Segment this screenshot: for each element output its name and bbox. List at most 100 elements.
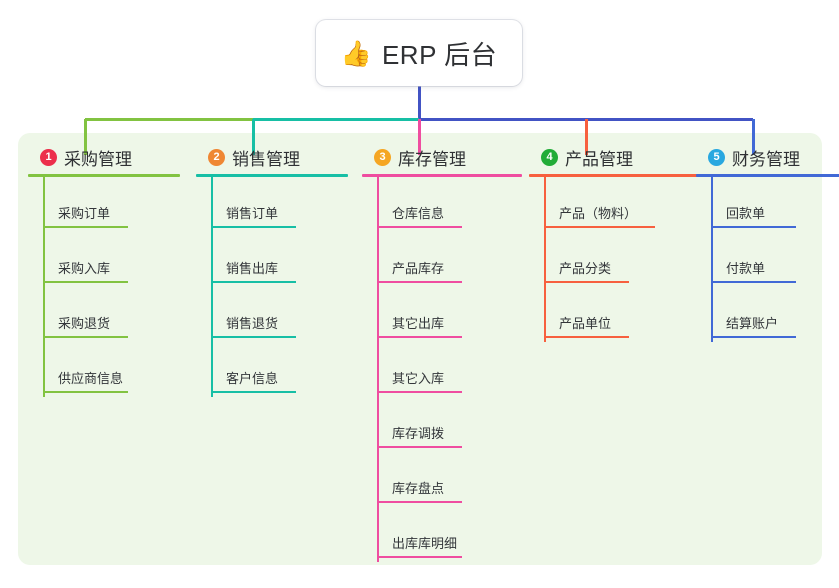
leaf-label: 销售订单 <box>226 206 279 221</box>
branches-panel <box>18 133 822 565</box>
branch-badge-2: 2 <box>208 148 225 166</box>
branch-header-3[interactable]: 3 库存管理 <box>362 146 522 169</box>
branch-underline-4 <box>529 174 699 177</box>
leaf-label: 产品库存 <box>392 261 445 276</box>
leaf-node[interactable]: 结算账户 <box>696 287 839 342</box>
leaf-node[interactable]: 产品分类 <box>529 232 699 287</box>
leaf-underline <box>43 281 128 283</box>
leaf-node[interactable]: 销售退货 <box>196 287 348 342</box>
branch-badge-5: 5 <box>708 148 725 166</box>
leaf-underline <box>211 226 296 228</box>
branch-items-2: 销售订单 销售出库 销售退货 客户信息 <box>196 177 348 397</box>
leaf-node[interactable]: 其它入库 <box>362 342 522 397</box>
branch-title-4: 产品管理 <box>565 149 633 169</box>
leaf-node[interactable]: 付款单 <box>696 232 839 287</box>
leaf-label: 出库库明细 <box>392 536 458 551</box>
branch-items-5: 回款单 付款单 结算账户 <box>696 177 839 342</box>
leaf-underline <box>377 556 462 558</box>
branch-underline-1 <box>28 174 180 177</box>
branch-column-2: 2 销售管理 销售订单 销售出库 销售退货 客户信息 <box>196 146 348 397</box>
leaf-node[interactable]: 销售订单 <box>196 177 348 232</box>
branch-title-3: 库存管理 <box>398 149 466 169</box>
branch-title-5: 财务管理 <box>732 149 800 169</box>
branch-column-3: 3 库存管理 仓库信息 产品库存 其它出库 其它入库 库存调拨 <box>362 146 522 562</box>
branch-spine-4 <box>544 177 546 342</box>
leaf-node[interactable]: 仓库信息 <box>362 177 522 232</box>
leaf-node[interactable]: 产品单位 <box>529 287 699 342</box>
leaf-node[interactable]: 供应商信息 <box>28 342 180 397</box>
leaf-label: 结算账户 <box>726 316 779 331</box>
leaf-label: 产品分类 <box>559 261 612 276</box>
leaf-label: 库存调拨 <box>392 426 445 441</box>
leaf-label: 采购退货 <box>58 316 111 331</box>
leaf-underline <box>43 336 128 338</box>
leaf-underline <box>377 501 462 503</box>
leaf-label: 其它出库 <box>392 316 445 331</box>
leaf-underline <box>711 281 796 283</box>
root-node[interactable]: 👍 ERP 后台 <box>316 20 522 86</box>
thumbs-up-icon: 👍 <box>340 38 372 68</box>
leaf-label: 回款单 <box>726 206 766 221</box>
leaf-label: 其它入库 <box>392 371 445 386</box>
leaf-label: 客户信息 <box>226 371 279 386</box>
leaf-node[interactable]: 产品库存 <box>362 232 522 287</box>
branch-header-2[interactable]: 2 销售管理 <box>196 146 348 169</box>
leaf-node[interactable]: 库存调拨 <box>362 397 522 452</box>
branch-column-4: 4 产品管理 产品（物料） 产品分类 产品单位 <box>529 146 699 342</box>
branch-column-5: 5 财务管理 回款单 付款单 结算账户 <box>696 146 839 342</box>
leaf-label: 销售退货 <box>226 316 279 331</box>
leaf-underline <box>544 281 629 283</box>
leaf-label: 库存盘点 <box>392 481 445 496</box>
leaf-label: 采购入库 <box>58 261 111 276</box>
leaf-node[interactable]: 库存盘点 <box>362 452 522 507</box>
branch-title-2: 销售管理 <box>232 149 300 169</box>
branch-header-5[interactable]: 5 财务管理 <box>696 146 839 169</box>
leaf-underline <box>211 336 296 338</box>
root-title: ERP 后台 <box>381 39 498 70</box>
leaf-underline <box>43 226 128 228</box>
branch-badge-4: 4 <box>541 148 558 166</box>
branch-header-1[interactable]: 1 采购管理 <box>28 146 180 169</box>
branch-spine-3 <box>377 177 379 562</box>
branch-items-4: 产品（物料） 产品分类 产品单位 <box>529 177 699 342</box>
leaf-underline <box>211 391 296 393</box>
leaf-underline <box>377 226 462 228</box>
branch-underline-5 <box>696 174 839 177</box>
leaf-node[interactable]: 出库库明细 <box>362 507 522 562</box>
leaf-node[interactable]: 其它出库 <box>362 287 522 342</box>
leaf-node[interactable]: 采购入库 <box>28 232 180 287</box>
leaf-underline <box>377 336 462 338</box>
branch-spine-1 <box>43 177 45 397</box>
leaf-node[interactable]: 回款单 <box>696 177 839 232</box>
branch-title-1: 采购管理 <box>64 149 132 169</box>
leaf-node[interactable]: 采购订单 <box>28 177 180 232</box>
leaf-node[interactable]: 采购退货 <box>28 287 180 342</box>
leaf-underline <box>544 226 655 228</box>
leaf-underline <box>377 446 462 448</box>
leaf-underline <box>544 336 629 338</box>
leaf-underline <box>711 226 796 228</box>
leaf-label: 付款单 <box>726 261 766 276</box>
leaf-node[interactable]: 销售出库 <box>196 232 348 287</box>
leaf-label: 供应商信息 <box>58 371 124 386</box>
leaf-underline <box>377 391 462 393</box>
leaf-label: 采购订单 <box>58 206 111 221</box>
leaf-label: 销售出库 <box>226 261 279 276</box>
branch-items-1: 采购订单 采购入库 采购退货 供应商信息 <box>28 177 180 397</box>
branch-spine-5 <box>711 177 713 342</box>
leaf-underline <box>43 391 128 393</box>
branch-header-4[interactable]: 4 产品管理 <box>529 146 699 169</box>
leaf-label: 产品单位 <box>559 316 612 331</box>
leaf-underline <box>711 336 796 338</box>
branch-badge-1: 1 <box>40 148 57 166</box>
branch-items-3: 仓库信息 产品库存 其它出库 其它入库 库存调拨 库存盘点 <box>362 177 522 562</box>
branch-badge-3: 3 <box>374 148 391 166</box>
leaf-node[interactable]: 客户信息 <box>196 342 348 397</box>
branch-column-1: 1 采购管理 采购订单 采购入库 采购退货 供应商信息 <box>28 146 180 397</box>
branch-underline-2 <box>196 174 348 177</box>
leaf-underline <box>377 281 462 283</box>
leaf-label: 仓库信息 <box>392 206 445 221</box>
leaf-node[interactable]: 产品（物料） <box>529 177 699 232</box>
root-node-content: 👍 ERP 后台 <box>341 35 497 72</box>
